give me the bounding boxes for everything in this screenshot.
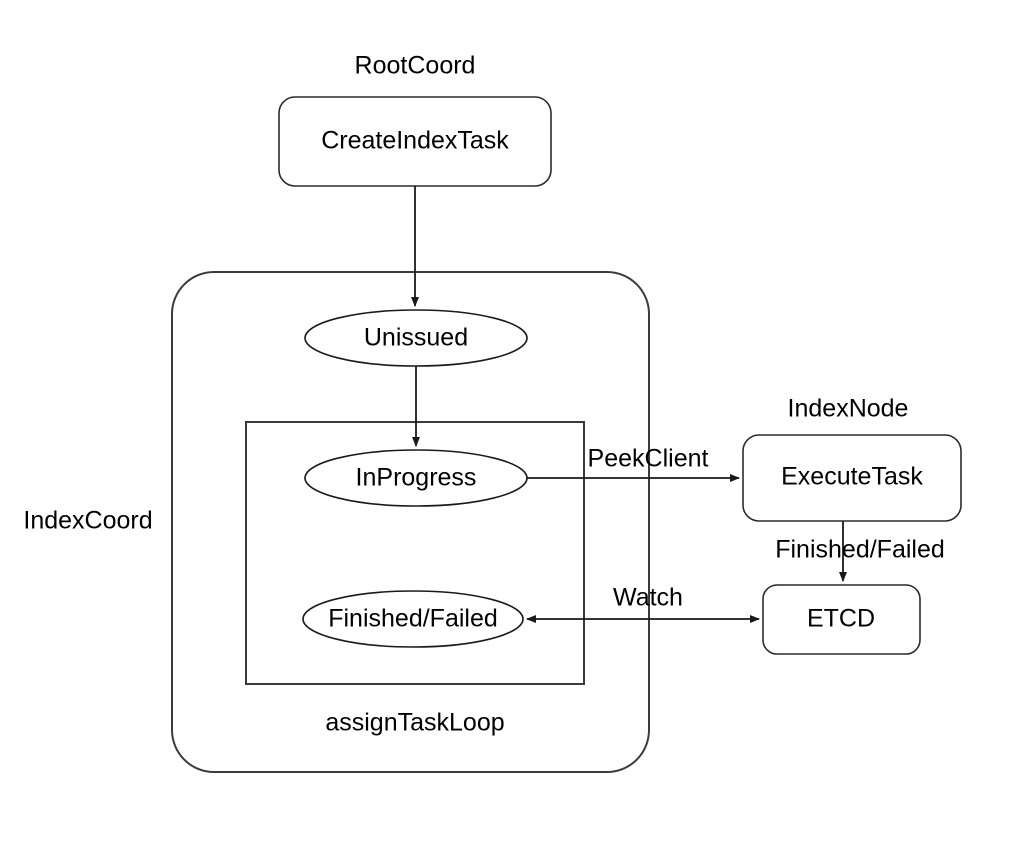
indexcoord-container — [171, 271, 650, 773]
rootcoord-label: RootCoord — [355, 52, 476, 80]
node-execute-task-label: ExecuteTask — [781, 463, 923, 491]
edge-label-peekclient: PeekClient — [588, 445, 709, 473]
assigntaskloop-label: assignTaskLoop — [325, 709, 504, 737]
edge-label-finished-failed: Finished/Failed — [775, 536, 945, 564]
node-in-progress-label: InProgress — [356, 464, 477, 492]
node-unissued-label: Unissued — [364, 324, 468, 352]
node-finished-failed[interactable] — [302, 590, 524, 648]
node-etcd[interactable] — [762, 584, 921, 655]
node-execute-task[interactable] — [742, 434, 962, 522]
indexcoord-label: IndexCoord — [23, 507, 152, 535]
node-create-index-task-label: CreateIndexTask — [321, 127, 509, 155]
edge-label-watch: Watch — [613, 584, 683, 612]
node-etcd-label: ETCD — [807, 605, 875, 633]
node-finished-failed-label: Finished/Failed — [328, 605, 498, 633]
assigntaskloop-container — [245, 421, 585, 685]
indexnode-label: IndexNode — [788, 395, 909, 423]
